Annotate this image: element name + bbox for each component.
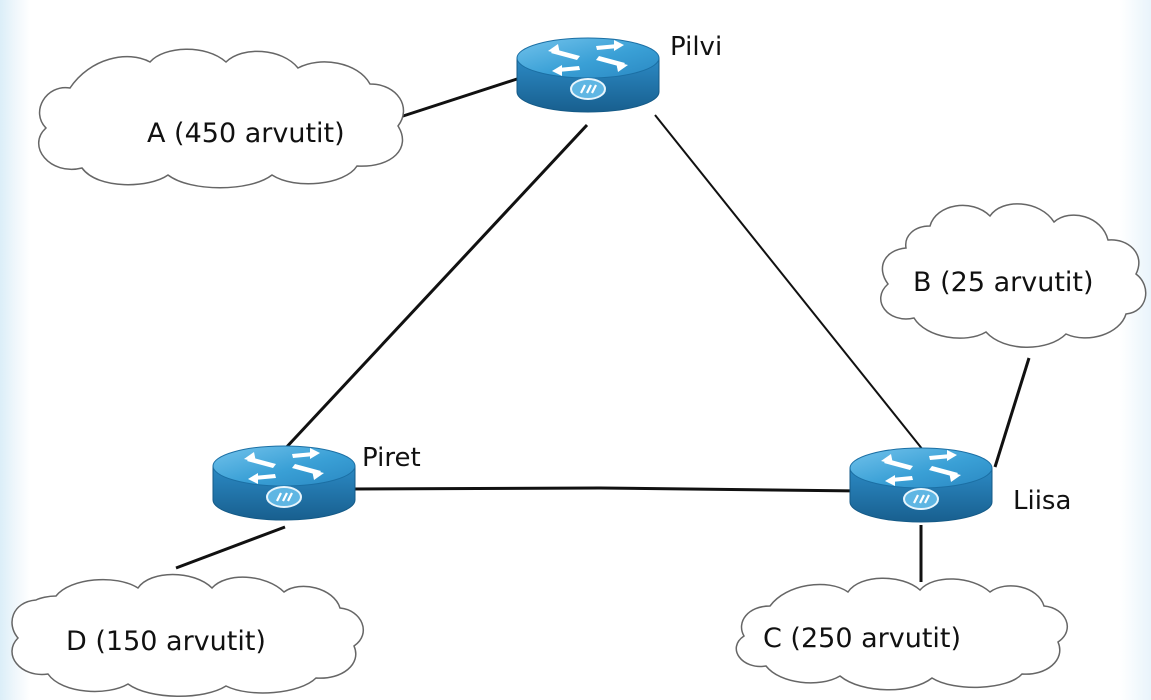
cloud-c-label: C (250 arvutit) [763,623,961,654]
cloud-d: D (150 arvutit) [11,573,365,697]
router-liisa-label: Liisa [1013,486,1071,516]
router-pilvi-label: Pilvi [670,32,722,62]
router-piret-label: Piret [362,443,421,473]
router-icon [515,36,661,114]
link-pilvi-cloud-a [399,76,521,119]
router-icon [848,446,994,524]
cloud-b: B (25 arvutit) [880,203,1147,348]
cloud-b-label: B (25 arvutit) [913,267,1094,298]
cloud-d-label: D (150 arvutit) [66,626,266,657]
cloud-icon [880,203,1147,348]
cloud-a-label: A (450 arvutit) [147,118,345,149]
link-liisa-cloud-b [993,357,1031,468]
router-piret[interactable]: Piret [211,443,421,522]
router-pilvi[interactable]: Pilvi [515,32,722,114]
router-icon [211,444,357,522]
cloud-icon [38,48,405,189]
cloud-a: A (450 arvutit) [38,48,405,189]
network-links [175,76,1031,582]
link-pilvi-liisa [654,114,928,456]
cloud-icon [11,573,365,697]
link-pilvi-piret [280,123,589,454]
cloud-c: C (250 arvutit) [735,577,1069,691]
link-piret-cloud-d [175,525,286,570]
link-piret-liisa [351,486,863,493]
router-liisa[interactable]: Liisa [848,446,1071,524]
cloud-icon [735,577,1069,691]
